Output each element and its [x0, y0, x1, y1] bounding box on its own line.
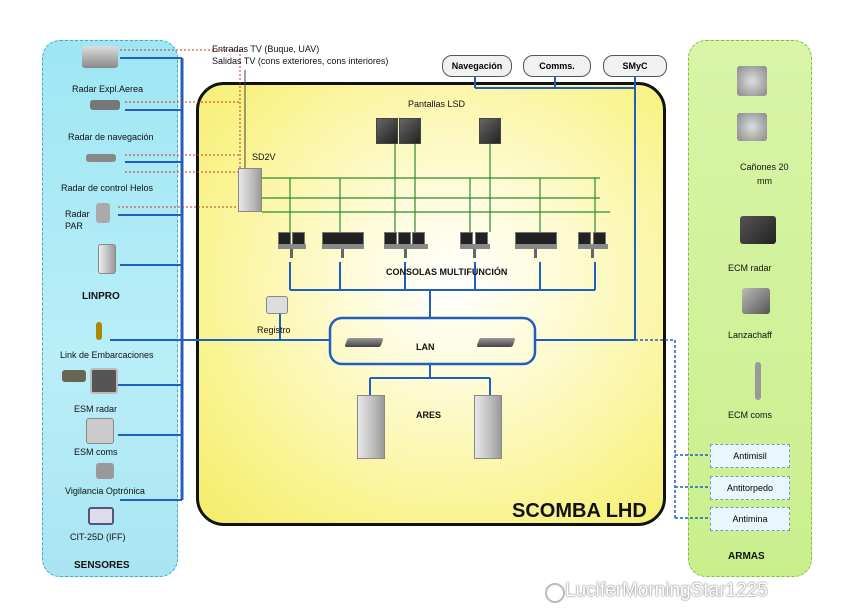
sensor-label-radar-expl: Radar Expl.Aerea — [72, 84, 144, 94]
navegacion-system: Navegación — [442, 55, 512, 77]
lsd-display-1 — [376, 118, 398, 144]
sensor-label-radar: Radar — [65, 209, 90, 219]
comms-system: Comms. — [523, 55, 591, 77]
weapon-label-canones: Cañones 20 — [740, 162, 789, 172]
sd2v-label: SD2V — [252, 152, 276, 162]
registro-computer — [266, 296, 288, 314]
weapon-box-antitorpedo: Antitorpedo — [710, 476, 790, 500]
sensor-label-iff: CIT-25D (IFF) — [70, 532, 126, 542]
lsd-display-2 — [399, 118, 421, 144]
sensor-label-par: PAR — [65, 221, 83, 231]
console-6 — [578, 232, 608, 260]
lsd-display-3 — [479, 118, 501, 144]
weapon-box-antimina: Antimina — [710, 507, 790, 531]
sensor-label-vigilancia: Vigilancia Optrónica — [65, 486, 145, 496]
esm-coms-icon — [86, 418, 114, 444]
linpro-icon — [98, 244, 116, 274]
console-2 — [322, 232, 364, 260]
sensors-panel — [42, 40, 178, 577]
weapon-label-mm: mm — [757, 176, 772, 186]
sensor-label-esm-coms: ESM coms — [74, 447, 118, 457]
vigilancia-optronica-icon — [96, 463, 114, 479]
radar-control-helos-icon — [86, 154, 116, 162]
smyc-system: SMyC — [603, 55, 667, 77]
registro-label: Registro — [257, 325, 291, 335]
radar-navegacion-icon — [90, 100, 120, 110]
weapons-title: ARMAS — [728, 551, 765, 562]
console-5 — [515, 232, 557, 260]
ares-server-2 — [474, 395, 502, 459]
sensors-title: SENSORES — [74, 560, 130, 571]
tv-inputs-note: Entradas TV (Buque, UAV) — [212, 44, 320, 54]
tv-outputs-note: Salidas TV (cons exteriores, cons interi… — [212, 56, 389, 66]
sensor-label-esm-radar: ESM radar — [74, 404, 118, 414]
ecm-radar-icon — [740, 216, 776, 244]
sensor-label-link: Link de Embarcaciones — [60, 350, 154, 360]
radar-par-icon — [96, 203, 110, 223]
iff-icon — [88, 507, 114, 525]
boat-icon — [62, 370, 86, 382]
console-3 — [384, 232, 428, 260]
console-4 — [460, 232, 490, 260]
ares-label: ARES — [416, 410, 442, 420]
esm-radar-icon — [90, 368, 118, 394]
lan-switch-2 — [476, 338, 516, 347]
displays-label: Pantallas LSD — [408, 99, 466, 109]
cannon-20mm-icon-1 — [737, 66, 767, 96]
cannon-20mm-icon-2 — [737, 113, 767, 141]
ares-server-1 — [357, 395, 385, 459]
console-1 — [278, 232, 306, 260]
weapon-label-lanzachaff: Lanzachaff — [728, 330, 772, 340]
watermark: LuciferMorningStar1225 — [565, 580, 768, 601]
lan-switch-1 — [344, 338, 384, 347]
sensor-label-radar-helos: Radar de control Helos — [61, 183, 154, 193]
sensor-label-linpro: LINPRO — [82, 291, 120, 302]
weapon-label-ecm-radar: ECM radar — [728, 263, 772, 273]
link-embarcaciones-icon — [96, 322, 102, 340]
lanzachaff-icon — [742, 288, 770, 314]
sd2v-unit — [238, 168, 262, 212]
radar-expl-aerea-icon — [82, 46, 118, 68]
weibo-logo-icon — [545, 583, 565, 603]
consoles-label: CONSOLAS MULTIFUNCIÓN — [386, 267, 508, 277]
lan-label: LAN — [416, 342, 435, 352]
scomba-title: SCOMBA LHD — [512, 500, 647, 522]
weapon-box-antimisil: Antimisil — [710, 444, 790, 468]
ecm-coms-antenna-icon — [755, 362, 761, 400]
weapon-label-ecm-coms: ECM coms — [728, 410, 773, 420]
sensor-label-radar-nav: Radar de navegación — [68, 132, 154, 142]
